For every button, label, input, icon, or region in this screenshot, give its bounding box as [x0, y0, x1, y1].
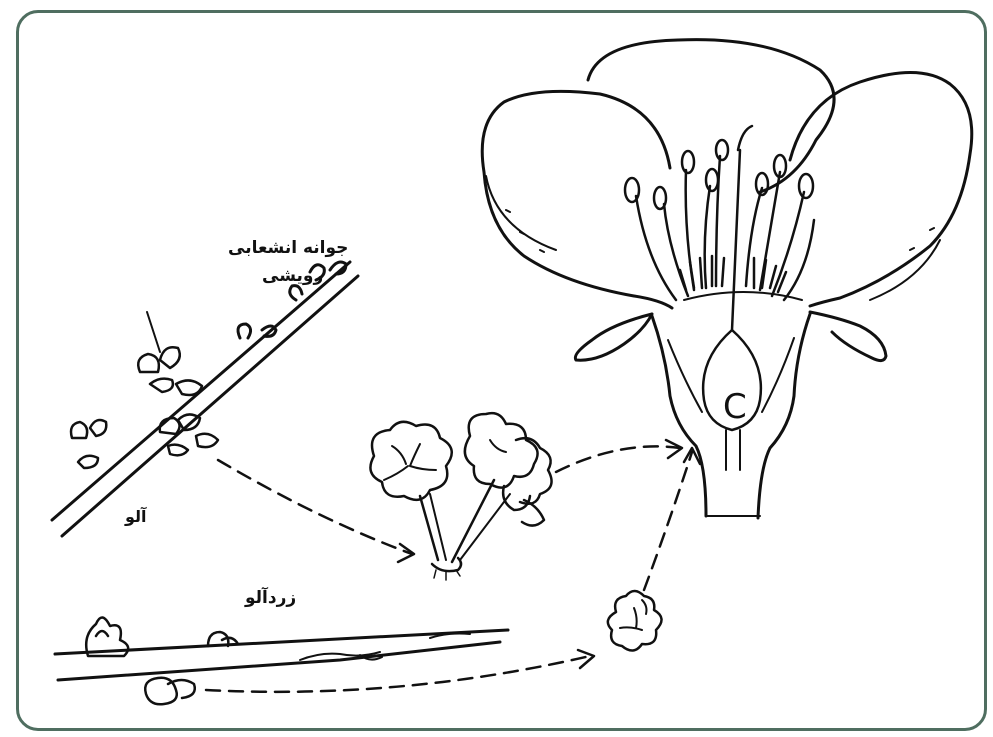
dashed-arrows	[206, 446, 692, 691]
vegetative-bud-label-line1: جوانه انشعابی	[228, 238, 348, 258]
vegetative-bud	[138, 312, 202, 395]
plum-label: زردآلو	[245, 588, 296, 608]
flower-cross-section	[482, 40, 972, 518]
arrow-twig-to-flower	[206, 656, 590, 692]
small-flower	[608, 591, 662, 651]
flower-cluster	[370, 413, 551, 580]
ovary-letter: C	[723, 387, 747, 427]
arrow-cluster-to-section	[556, 446, 680, 472]
arrow-flower-to-section	[644, 452, 692, 590]
apricot-label: آلو	[125, 507, 147, 526]
vegetative-bud-label-line2: رویشی	[262, 266, 323, 286]
arrow-branch-to-cluster	[218, 460, 412, 554]
upper-branch	[52, 262, 358, 536]
